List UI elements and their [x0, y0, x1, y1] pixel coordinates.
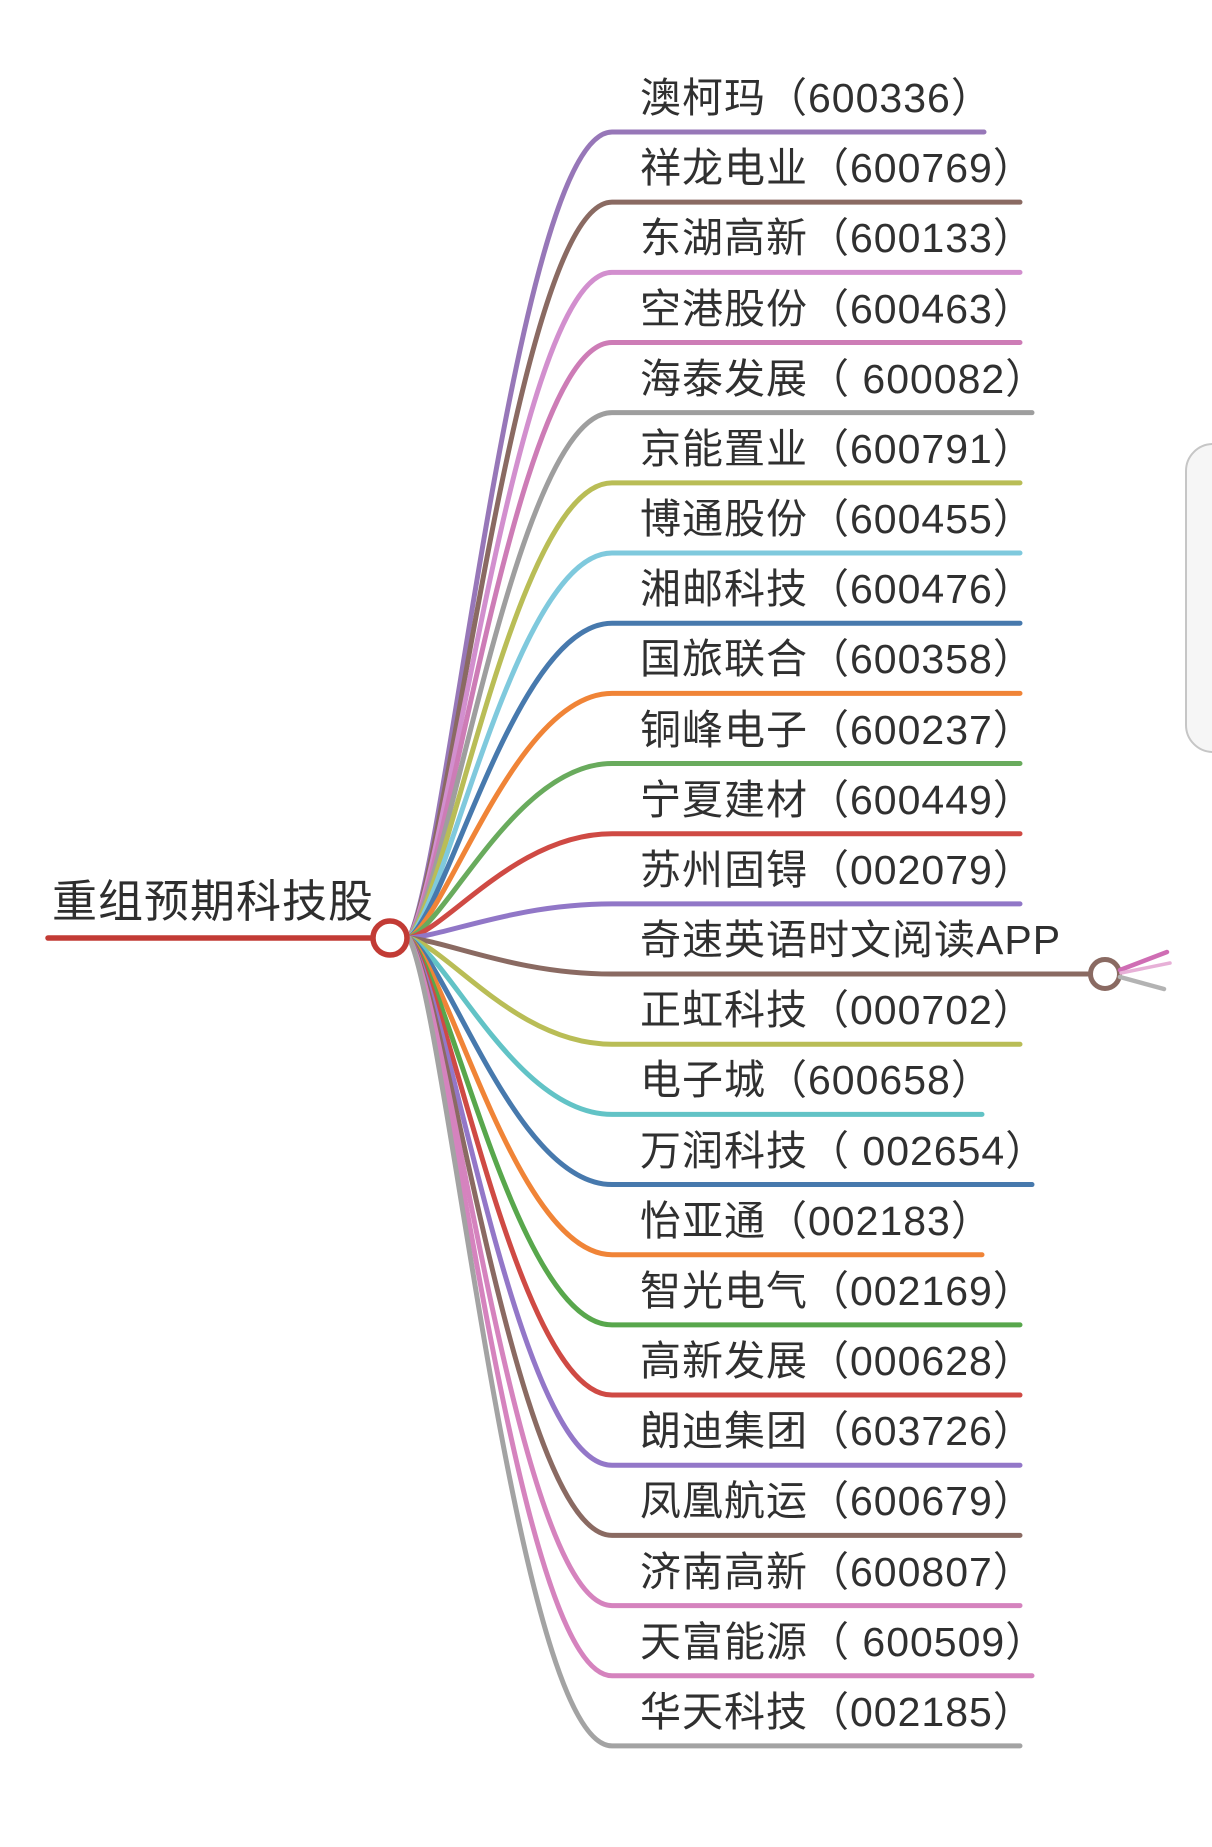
branch-node-label: 凤凰航运（600679）	[640, 1478, 1035, 1525]
branch-node-label: 东湖高新（600133）	[640, 215, 1035, 262]
branch-node-label: 祥龙电业（600769）	[640, 145, 1035, 192]
branch-node[interactable]: 国旅联合（600358）	[640, 634, 1035, 684]
branch-node-label: 天富能源（ 600509）	[640, 1618, 1048, 1665]
branch-node[interactable]: 铜峰电子（600237）	[640, 705, 1035, 755]
branch-node-label: 正虹科技（000702）	[640, 987, 1035, 1034]
branch-node[interactable]: 东湖高新（600133）	[640, 213, 1035, 263]
branch-node-label: 海泰发展（ 600082）	[640, 355, 1048, 402]
branch-node[interactable]: 博通股份（600455）	[640, 494, 1035, 544]
branch-node[interactable]: 奇速英语时文阅读APP	[640, 915, 1061, 965]
branch-node-label: 高新发展（000628）	[640, 1338, 1035, 1385]
collapsed-children-hint	[1119, 961, 1172, 975]
branch-node-label: 电子城（600658）	[640, 1057, 993, 1104]
branch-node-label: 澳柯玛（600336）	[640, 75, 993, 121]
branch-node[interactable]: 朗迪集团（603726）	[640, 1406, 1035, 1456]
central-topic-label: 重组预期科技股	[52, 876, 375, 927]
branch-node[interactable]: 高新发展（000628）	[640, 1336, 1035, 1386]
branch-node-label: 朗迪集团（603726）	[640, 1408, 1035, 1455]
branch-node[interactable]: 宁夏建材（600449）	[640, 775, 1035, 825]
branch-node-label: 宁夏建材（600449）	[640, 776, 1035, 823]
branch-node[interactable]: 天富能源（ 600509）	[640, 1617, 1047, 1667]
branch-node[interactable]: 电子城（600658）	[640, 1055, 993, 1105]
central-node-circle[interactable]	[370, 918, 410, 958]
branch-node-label: 智光电气（002169）	[640, 1267, 1035, 1314]
central-topic[interactable]: 重组预期科技股	[52, 878, 374, 926]
branch-node[interactable]: 苏州固锝（002079）	[640, 845, 1035, 895]
branch-node-label: 奇速英语时文阅读APP	[640, 917, 1062, 964]
branch-node-label: 万润科技（ 002654）	[640, 1127, 1048, 1174]
branch-node[interactable]: 海泰发展（ 600082）	[640, 354, 1047, 404]
branch-node[interactable]: 空港股份（600463）	[640, 284, 1035, 334]
branch-node[interactable]: 京能置业（600791）	[640, 424, 1035, 474]
branch-node[interactable]: 澳柯玛（600336）	[640, 73, 993, 123]
branch-node[interactable]: 正虹科技（000702）	[640, 985, 1035, 1035]
branch-node[interactable]: 怡亚通（002183）	[640, 1196, 993, 1246]
branch-node-label: 铜峰电子（600237）	[640, 706, 1035, 753]
collapsed-children-hint	[1117, 974, 1167, 992]
branch-node-label: 苏州固锝（002079）	[640, 846, 1035, 893]
branch-node[interactable]: 万润科技（ 002654）	[640, 1126, 1047, 1176]
collapsed-children-hint	[1117, 949, 1170, 973]
branch-node[interactable]: 祥龙电业（600769）	[640, 143, 1035, 193]
branch-node[interactable]: 智光电气（002169）	[640, 1266, 1035, 1316]
branch-node[interactable]: 济南高新（600807）	[640, 1547, 1035, 1597]
branch-node[interactable]: 凤凰航运（600679）	[640, 1476, 1035, 1526]
scrollbar-thumb[interactable]	[1185, 443, 1212, 753]
branch-node-label: 博通股份（600455）	[640, 496, 1035, 543]
branch-node-label: 京能置业（600791）	[640, 425, 1035, 472]
branch-node-label: 怡亚通（002183）	[640, 1197, 993, 1244]
collapsed-node-circle[interactable]	[1088, 957, 1122, 991]
branch-node-label: 华天科技（002185）	[640, 1688, 1035, 1735]
branch-node-label: 国旅联合（600358）	[640, 636, 1035, 683]
branch-node-label: 空港股份（600463）	[640, 285, 1035, 332]
branch-node[interactable]: 华天科技（002185）	[640, 1687, 1035, 1737]
branch-node-label: 济南高新（600807）	[640, 1548, 1035, 1595]
branch-node[interactable]: 湘邮科技（600476）	[640, 564, 1035, 614]
branch-node-label: 湘邮科技（600476）	[640, 566, 1035, 613]
